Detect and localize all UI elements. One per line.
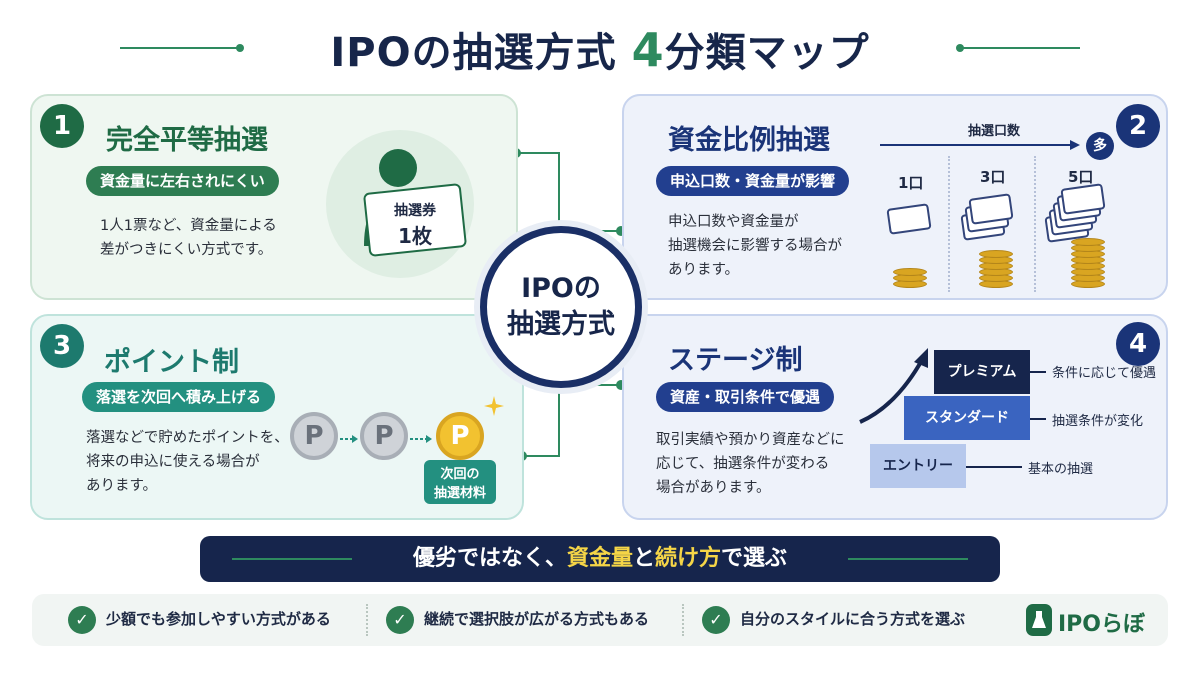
stage-premium: プレミアム xyxy=(934,350,1030,394)
footer-divider-2 xyxy=(682,604,684,636)
connector-bottom-v xyxy=(558,384,560,457)
connector-bottom-right xyxy=(560,384,622,386)
point-coin-1: P xyxy=(290,412,338,460)
page-title-accent: 4 xyxy=(631,23,665,77)
stage-standard: スタンダード xyxy=(904,396,1030,440)
connector-bottom-left-h xyxy=(524,455,560,457)
desc-point-3: あります。 xyxy=(86,478,158,494)
connector-dot-2 xyxy=(616,226,626,236)
card-title-point: ポイント制 xyxy=(104,347,239,378)
stage-line-premium xyxy=(1030,371,1046,373)
center-label-line2: 抽選方式 xyxy=(507,309,615,340)
banner-text: 優劣ではなく、資金量と続け方で選ぶ xyxy=(200,536,1000,582)
desc-stage-3: 場合があります。 xyxy=(656,480,771,496)
banner-part2: と xyxy=(632,546,655,571)
page-title-main: IPOの抽選方式 xyxy=(330,30,617,76)
card-number-4: 4 xyxy=(1116,322,1160,366)
desc-proportional-1: 申込口数や資金量が xyxy=(668,214,799,230)
page-title-suffix: 分類マップ xyxy=(664,30,870,76)
banner-line-left xyxy=(232,558,352,560)
unit-divider-1 xyxy=(948,156,950,292)
more-badge: 多 xyxy=(1086,132,1114,160)
stage-note-standard: 抽選条件が変化 xyxy=(1052,414,1144,429)
card-number-3: 3 xyxy=(40,324,84,368)
desc-point-1: 落選などで貯めたポイントを、 xyxy=(86,430,289,446)
desc-proportional-3: あります。 xyxy=(668,262,740,278)
stage-entry: エントリー xyxy=(870,444,966,488)
card-title-stage: ステージ制 xyxy=(668,345,803,376)
banner-highlight-2: 続け方 xyxy=(655,546,722,571)
page-title: IPOの抽選方式 4分類マップ xyxy=(270,20,930,78)
card-title-proportional: 資金比例抽選 xyxy=(668,125,830,156)
next-lottery-line2: 抽選材料 xyxy=(433,486,486,501)
tag-point: 落選を次回へ積み上げる xyxy=(82,382,276,412)
center-label-line1: IPOの xyxy=(521,273,601,304)
footer-item-3: 自分のスタイルに合う方式を選ぶ xyxy=(740,610,966,628)
check-icon-2: ✓ xyxy=(386,606,414,634)
stage-note-entry: 基本の抽選 xyxy=(1028,462,1094,477)
card-title-equal: 完全平等抽選 xyxy=(106,125,268,156)
point-coin-2: P xyxy=(360,412,408,460)
desc-equal-2: 差がつきにくい方式です。 xyxy=(100,242,273,258)
desc-point-2: 将来の申込に使える場合が xyxy=(86,454,260,470)
center-circle: IPOの 抽選方式 xyxy=(480,226,642,388)
brand-logo: IPOらぼ xyxy=(1058,612,1146,637)
desc-stage-1: 取引実績や預かり資産などに xyxy=(656,432,845,448)
arrow-icon-1 xyxy=(340,430,358,443)
footer-divider-1 xyxy=(366,604,368,636)
axis-label-units: 抽選口数 xyxy=(968,124,1021,139)
tag-proportional: 申込口数・資金量が影響 xyxy=(656,166,850,196)
axis-arrow xyxy=(880,136,1080,150)
footer-bar: ✓ 少額でも参加しやすい方式がある ✓ 継続で選択肢が広がる方式もある ✓ 自分… xyxy=(32,594,1168,646)
ticket-count: 1枚 xyxy=(398,224,432,248)
banner-highlight-1: 資金量 xyxy=(566,546,633,571)
next-lottery-box xyxy=(424,460,496,504)
banner-part3: で選ぶ xyxy=(721,546,788,571)
desc-proportional-2: 抽選機会に影響する場合が xyxy=(668,238,842,254)
unit-divider-2 xyxy=(1034,156,1036,292)
flask-logo-icon xyxy=(1026,604,1052,636)
point-coin-gold: P xyxy=(436,412,484,460)
title-decoration-right xyxy=(956,44,1080,52)
center-label: IPOの 抽選方式 xyxy=(487,271,635,343)
card-number-2: 2 xyxy=(1116,104,1160,148)
banner-line-right xyxy=(848,558,968,560)
footer-item-2: 継続で選択肢が広がる方式もある xyxy=(424,610,650,628)
footer-item-1: 少額でも参加しやすい方式がある xyxy=(106,610,331,628)
card-number-1: 1 xyxy=(40,104,84,148)
next-lottery-line1: 次回の xyxy=(440,467,480,482)
stage-note-premium: 条件に応じて優遇 xyxy=(1052,366,1157,381)
tag-equal: 資金量に左右されにくい xyxy=(86,166,279,196)
sparkle-icon xyxy=(482,394,506,418)
ticket-label: 抽選券 xyxy=(394,203,436,219)
tag-stage: 資産・取引条件で優遇 xyxy=(656,382,835,412)
stage-line-standard xyxy=(1030,418,1046,420)
connector-top-v xyxy=(558,152,560,232)
banner-part1: 優劣ではなく、 xyxy=(412,546,567,571)
unit-label-3: 3口 xyxy=(980,168,1006,186)
title-decoration-left xyxy=(120,44,244,52)
check-icon-3: ✓ xyxy=(702,606,730,634)
connector-top-left-h xyxy=(516,152,560,154)
arrow-icon-2 xyxy=(410,430,432,443)
stage-line-entry xyxy=(966,466,1022,468)
unit-label-1: 1口 xyxy=(898,174,924,192)
connector-dot-4 xyxy=(616,380,626,390)
check-icon-1: ✓ xyxy=(68,606,96,634)
desc-stage-2: 応じて、抽選条件が変わる xyxy=(656,456,830,472)
summary-banner: 優劣ではなく、資金量と続け方で選ぶ xyxy=(200,536,1000,582)
desc-equal-1: 1人1票など、資金量による xyxy=(100,218,277,234)
growth-arrow-icon xyxy=(856,346,936,426)
unit-label-5: 5口 xyxy=(1068,168,1094,186)
